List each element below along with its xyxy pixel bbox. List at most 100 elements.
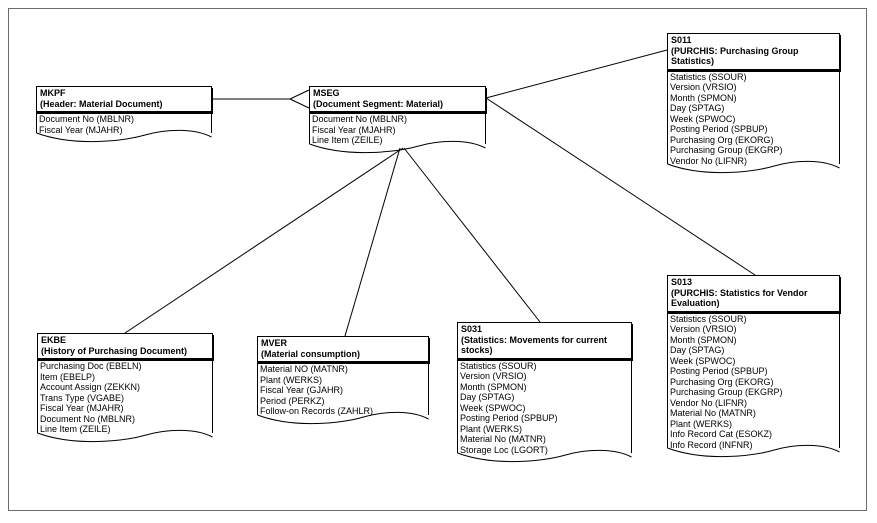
entity-field: Day (SPTAG) xyxy=(670,103,725,113)
entity-field: Posting Period (SPBUP) xyxy=(670,366,768,376)
entity-field: Storage Loc (LGORT) xyxy=(460,444,548,455)
document-wave-edge xyxy=(457,449,632,463)
entity-code: MSEG xyxy=(313,88,340,98)
entity-field: Period (PERKZ) xyxy=(260,395,325,406)
entity-code: EKBE xyxy=(41,335,67,345)
entity-field: Statistics (SSOUR) xyxy=(670,71,747,82)
entity-header: S031 (Statistics: Movements for current … xyxy=(457,322,632,359)
entity-title-line: (Material consumption) xyxy=(261,348,361,359)
document-wave-edge xyxy=(667,160,840,174)
link-mseg-ekbe xyxy=(124,147,404,334)
document-wave-edge xyxy=(309,140,486,153)
entity-field: Material NO (MATNR) xyxy=(260,364,348,374)
entity-s031: S031 (Statistics: Movements for current … xyxy=(457,322,632,463)
entity-field: Document No (MBLNR) xyxy=(39,114,135,124)
entity-field: Week (SPWOC) xyxy=(670,355,736,366)
entity-mver: MVER (Material consumption) Material NO … xyxy=(257,336,429,424)
entity-fields: Material NO (MATNR) Plant (WERKS) Fiscal… xyxy=(257,362,429,424)
entity-field: Material No (MATNR) xyxy=(460,434,546,444)
entity-field: Vendor No (LIFNR) xyxy=(670,397,748,408)
entity-field: Material No (MATNR) xyxy=(670,408,756,418)
entity-code: S013 xyxy=(671,277,693,287)
entity-field: Plant (WERKS) xyxy=(460,423,523,434)
entity-title-line: (Header: Material Document) xyxy=(40,98,163,109)
link-mkpf-mseg-crowfoot-upper xyxy=(289,89,310,100)
link-mkpf-mseg-crowfoot-lower xyxy=(289,98,310,109)
entity-field: Purchasing Group (EKGRP) xyxy=(670,145,783,155)
entity-field: Fiscal Year (MJAHR) xyxy=(40,403,124,413)
link-mseg-s031 xyxy=(403,147,541,323)
entity-field: Fiscal Year (GJAHR) xyxy=(260,385,344,395)
entity-s011: S011 (PURCHIS: Purchasing Group Statisti… xyxy=(667,33,840,174)
entity-title-line: (Statistics: Movements for current xyxy=(461,334,608,345)
entity-field: Month (SPMON) xyxy=(460,381,527,392)
entity-title-line: stocks) xyxy=(461,345,493,355)
entity-field: Fiscal Year (MJAHR) xyxy=(312,124,396,135)
entity-fields: Statistics (SSOUR) Version (VRSIO) Month… xyxy=(667,69,840,174)
entity-fields: Document No (MBLNR) Fiscal Year (MJAHR) … xyxy=(309,112,486,153)
entity-ekbe: EKBE (History of Purchasing Document) Pu… xyxy=(37,333,213,442)
document-wave-edge xyxy=(36,129,212,143)
entity-header: S011 (PURCHIS: Purchasing Group Statisti… xyxy=(667,33,840,70)
entity-title-line: (PURCHIS: Purchasing Group xyxy=(671,45,799,56)
document-wave-edge xyxy=(667,444,840,458)
entity-title-line: (PURCHIS: Statistics for Vendor xyxy=(671,287,808,298)
entity-field: Week (SPWOC) xyxy=(670,113,736,124)
entity-header: MKPF (Header: Material Document) xyxy=(36,86,212,112)
entity-field: Month (SPMON) xyxy=(670,334,737,345)
entity-field: Version (VRSIO) xyxy=(670,82,737,92)
entity-field: Purchasing Doc (EBELN) xyxy=(40,361,142,371)
entity-field: Plant (WERKS) xyxy=(670,418,733,429)
entity-code: S031 xyxy=(461,324,483,334)
link-mseg-s011 xyxy=(485,49,668,99)
entity-title-line: Evaluation) xyxy=(671,298,720,308)
entity-mkpf: MKPF (Header: Material Document) Documen… xyxy=(36,86,212,143)
entity-field: Statistics (SSOUR) xyxy=(460,360,537,371)
entity-header: MVER (Material consumption) xyxy=(257,336,429,362)
entity-code: MVER xyxy=(261,338,288,348)
entity-header: S013 (PURCHIS: Statistics for Vendor Eva… xyxy=(667,275,840,312)
entity-field: Plant (WERKS) xyxy=(260,374,323,385)
entity-field: Document No (MBLNR) xyxy=(312,114,408,124)
entity-code: S011 xyxy=(671,35,692,45)
entity-field: Line Item (ZEILE) xyxy=(312,135,383,145)
entity-fields: Purchasing Doc (EBELN) Item (EBELP) Acco… xyxy=(37,359,213,442)
entity-field: Purchasing Org (EKORG) xyxy=(670,376,774,387)
entity-header: MSEG (Document Segment: Material) xyxy=(309,86,486,112)
entity-s013: S013 (PURCHIS: Statistics for Vendor Eva… xyxy=(667,275,840,458)
document-wave-edge xyxy=(37,429,213,442)
entity-field: Version (VRSIO) xyxy=(670,324,737,334)
entity-title-line: (History of Purchasing Document) xyxy=(41,345,188,356)
entity-fields: Document No (MBLNR) Fiscal Year (MJAHR) xyxy=(36,112,212,143)
entity-field: Month (SPMON) xyxy=(670,92,737,103)
entity-field: Week (SPWOC) xyxy=(460,402,526,413)
entity-field: Info Record Cat (ESOKZ) xyxy=(670,429,773,439)
entity-field: Document No (MBLNR) xyxy=(40,413,136,424)
entity-code: MKPF xyxy=(40,88,66,98)
entity-field: Posting Period (SPBUP) xyxy=(670,124,768,134)
entity-field: Purchasing Org (EKORG) xyxy=(670,134,774,145)
entity-field: Item (EBELP) xyxy=(40,371,96,382)
entity-fields: Statistics (SSOUR) Version (VRSIO) Month… xyxy=(667,311,840,458)
document-wave-edge xyxy=(257,411,429,424)
entity-field: Line Item (ZEILE) xyxy=(40,424,111,434)
entity-field: Day (SPTAG) xyxy=(460,392,515,402)
entity-fields: Statistics (SSOUR) Version (VRSIO) Month… xyxy=(457,358,632,463)
entity-field: Posting Period (SPBUP) xyxy=(460,413,558,423)
entity-title-line: Statistics) xyxy=(671,56,715,66)
entity-header: EKBE (History of Purchasing Document) xyxy=(37,333,213,359)
entity-field: Day (SPTAG) xyxy=(670,345,725,355)
entity-title-line: (Document Segment: Material) xyxy=(313,98,444,109)
entity-field: Statistics (SSOUR) xyxy=(670,313,747,324)
entity-field: Vendor No (LIFNR) xyxy=(670,155,748,166)
entity-field: Account Assign (ZEKKN) xyxy=(40,382,141,392)
entity-field: Fiscal Year (MJAHR) xyxy=(39,124,123,135)
diagram-frame xyxy=(8,8,867,511)
entity-field: Follow-on Records (ZAHLR) xyxy=(260,406,374,416)
link-mseg-mver xyxy=(344,147,401,337)
entity-field: Version (VRSIO) xyxy=(460,371,527,381)
entity-mseg: MSEG (Document Segment: Material) Docume… xyxy=(309,86,486,153)
link-mseg-s013 xyxy=(485,97,756,276)
entity-field: Purchasing Group (EKGRP) xyxy=(670,387,783,397)
